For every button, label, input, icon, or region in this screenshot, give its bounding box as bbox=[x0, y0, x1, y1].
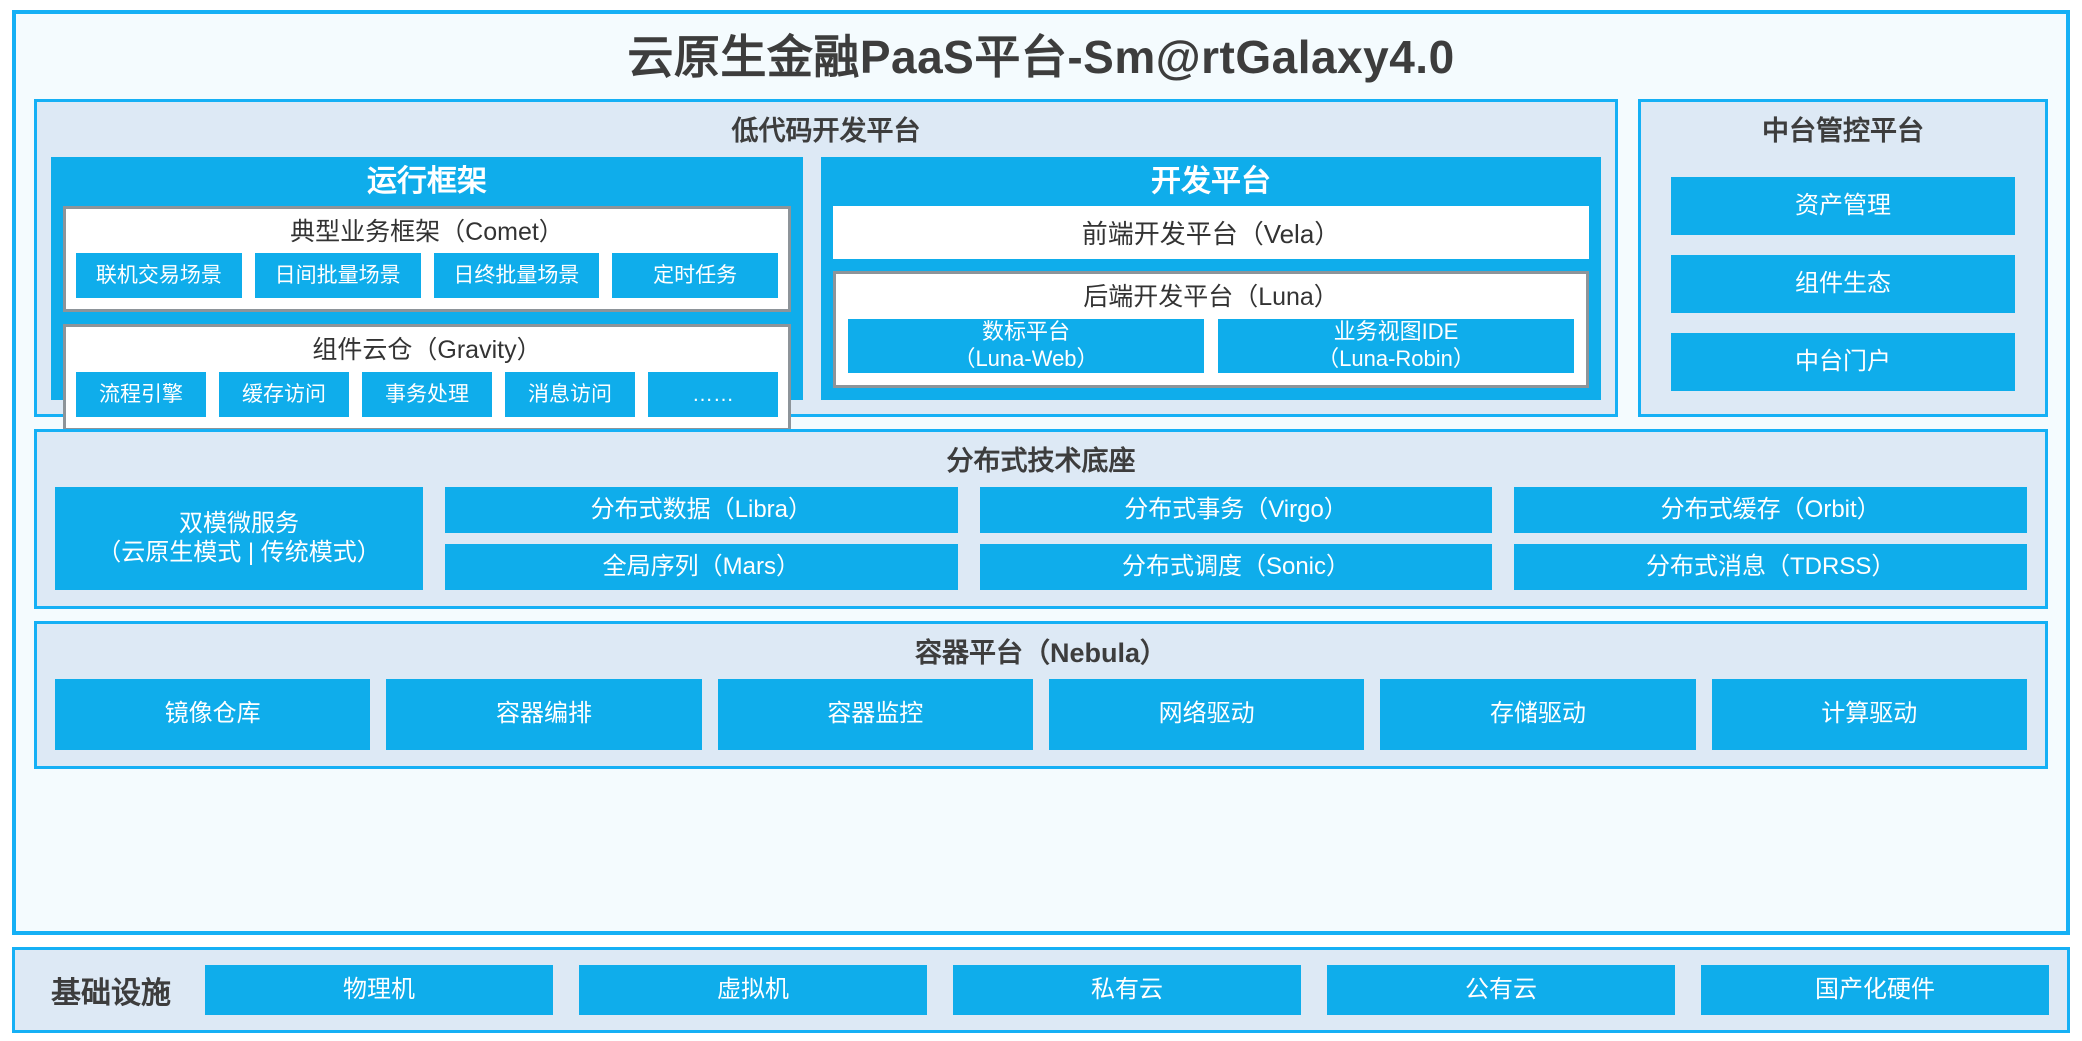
platform-outer-frame: 云原生金融PaaS平台-Sm@rtGalaxy4.0 低代码开发平台 运行框架 … bbox=[12, 10, 2070, 935]
dual-mode-microservice-item[interactable]: 双模微服务 （云原生模式 | 传统模式） bbox=[55, 486, 423, 590]
backend-platform-card: 后端开发平台（Luna） 数标平台 （Luna-Web） 业务视图IDE （Lu… bbox=[833, 271, 1589, 388]
container-platform-title: 容器平台（Nebula） bbox=[914, 637, 1168, 668]
container-item-network-driver[interactable]: 网络驱动 bbox=[1048, 678, 1365, 750]
luna-web-item[interactable]: 数标平台 （Luna-Web） bbox=[848, 318, 1204, 373]
container-platform-items: 镜像仓库 容器编排 容器监控 网络驱动 存储驱动 计算驱动 bbox=[55, 678, 2027, 750]
luna-robin-code: （Luna-Robin） bbox=[1317, 345, 1475, 371]
comet-item[interactable]: 日终批量场景 bbox=[433, 253, 600, 299]
backend-platform-items: 数标平台 （Luna-Web） 业务视图IDE （Luna-Robin） bbox=[836, 318, 1586, 385]
distributed-column-1: 分布式数据（Libra） 全局序列（Mars） bbox=[445, 486, 958, 590]
comet-item[interactable]: 定时任务 bbox=[612, 253, 778, 299]
distributed-item-virgo[interactable]: 分布式事务（Virgo） bbox=[979, 486, 1493, 533]
distributed-item-tdrss[interactable]: 分布式消息（TDRSS） bbox=[1514, 543, 2028, 590]
comet-item[interactable]: 联机交易场景 bbox=[76, 253, 242, 299]
development-platform-group: 开发平台 前端开发平台（Vela） 后端开发平台（Luna） 数标平台 （Lun… bbox=[821, 156, 1601, 400]
infrastructure-item-domestic-hardware[interactable]: 国产化硬件 bbox=[1701, 965, 2049, 1015]
development-platform-title: 开发平台 bbox=[1151, 164, 1271, 198]
microservice-column: 双模微服务 （云原生模式 | 传统模式） bbox=[55, 486, 423, 590]
infrastructure-item-physical[interactable]: 物理机 bbox=[205, 965, 553, 1015]
gravity-items: 流程引擎 缓存访问 事务处理 消息访问 …… bbox=[66, 372, 788, 428]
lowcode-platform-body: 运行框架 典型业务框架（Comet） 联机交易场景 日间批量场景 日终批量场景 … bbox=[51, 156, 1601, 432]
distributed-base-body: 双模微服务 （云原生模式 | 传统模式） 分布式数据（Libra） 全局序列（M… bbox=[55, 486, 2028, 590]
infrastructure-item-virtual[interactable]: 虚拟机 bbox=[579, 965, 927, 1015]
gravity-card: 组件云仓（Gravity） 流程引擎 缓存访问 事务处理 消息访问 …… bbox=[63, 324, 791, 432]
comet-card: 典型业务框架（Comet） 联机交易场景 日间批量场景 日终批量场景 定时任务 bbox=[63, 205, 791, 313]
middle-platform-panel: 中台管控平台 资产管理 组件生态 中台门户 bbox=[1638, 98, 2048, 417]
luna-web-code: （Luna-Web） bbox=[953, 345, 1099, 371]
middle-platform-title: 中台管控平台 bbox=[1762, 115, 1924, 146]
distributed-base-panel: 分布式技术底座 双模微服务 （云原生模式 | 传统模式） 分布式数据（Libra… bbox=[34, 428, 2048, 609]
comet-item[interactable]: 日间批量场景 bbox=[254, 253, 421, 299]
distributed-item-mars[interactable]: 全局序列（Mars） bbox=[445, 543, 958, 590]
runtime-framework-group: 运行框架 典型业务框架（Comet） 联机交易场景 日间批量场景 日终批量场景 … bbox=[51, 156, 803, 432]
page-title: 云原生金融PaaS平台-Sm@rtGalaxy4.0 bbox=[627, 31, 1455, 83]
lowcode-platform-title: 低代码开发平台 bbox=[731, 115, 921, 146]
lowcode-platform-panel: 低代码开发平台 运行框架 典型业务框架（Comet） 联机交易场景 日间批量场景… bbox=[34, 98, 1618, 432]
middle-platform-item-asset[interactable]: 资产管理 bbox=[1671, 176, 2015, 235]
luna-web-name: 数标平台 bbox=[981, 318, 1070, 344]
gravity-item-more[interactable]: …… bbox=[648, 372, 778, 418]
infrastructure-item-private-cloud[interactable]: 私有云 bbox=[953, 965, 1301, 1015]
luna-robin-name: 业务视图IDE bbox=[1333, 318, 1459, 344]
top-row: 低代码开发平台 运行框架 典型业务框架（Comet） 联机交易场景 日间批量场景… bbox=[34, 98, 2048, 432]
infrastructure-items: 物理机 虚拟机 私有云 公有云 国产化硬件 bbox=[205, 965, 2049, 1015]
container-item-storage-driver[interactable]: 存储驱动 bbox=[1380, 678, 1696, 750]
middle-platform-item-component[interactable]: 组件生态 bbox=[1671, 254, 2015, 313]
container-item-compute-driver[interactable]: 计算驱动 bbox=[1711, 678, 2027, 750]
container-item-monitoring[interactable]: 容器监控 bbox=[717, 678, 1033, 750]
luna-robin-item[interactable]: 业务视图IDE （Luna-Robin） bbox=[1218, 318, 1574, 373]
gravity-item[interactable]: 消息访问 bbox=[505, 372, 635, 418]
gravity-item[interactable]: 流程引擎 bbox=[76, 372, 206, 418]
distributed-item-orbit[interactable]: 分布式缓存（Orbit） bbox=[1514, 486, 2028, 533]
comet-title: 典型业务框架（Comet） bbox=[290, 217, 564, 246]
runtime-framework-title: 运行框架 bbox=[367, 164, 487, 198]
infrastructure-panel: 基础设施 物理机 虚拟机 私有云 公有云 国产化硬件 bbox=[12, 947, 2070, 1033]
comet-items: 联机交易场景 日间批量场景 日终批量场景 定时任务 bbox=[66, 253, 788, 309]
gravity-item[interactable]: 事务处理 bbox=[362, 372, 492, 418]
container-platform-panel: 容器平台（Nebula） 镜像仓库 容器编排 容器监控 网络驱动 存储驱动 计算… bbox=[34, 620, 2048, 769]
distributed-item-libra[interactable]: 分布式数据（Libra） bbox=[445, 486, 958, 533]
container-item-orchestration[interactable]: 容器编排 bbox=[386, 678, 702, 750]
infrastructure-label: 基础设施 bbox=[51, 977, 171, 1010]
microservice-mode: （云原生模式 | 传统模式） bbox=[97, 539, 381, 567]
distributed-column-3: 分布式缓存（Orbit） 分布式消息（TDRSS） bbox=[1514, 486, 2028, 590]
container-item-registry[interactable]: 镜像仓库 bbox=[55, 678, 371, 750]
distributed-base-title: 分布式技术底座 bbox=[946, 445, 1136, 476]
distributed-column-2: 分布式事务（Virgo） 分布式调度（Sonic） bbox=[979, 486, 1493, 590]
gravity-title: 组件云仓（Gravity） bbox=[312, 336, 542, 365]
gravity-item[interactable]: 缓存访问 bbox=[219, 372, 349, 418]
frontend-platform-card[interactable]: 前端开发平台（Vela） bbox=[833, 205, 1589, 260]
microservice-name: 双模微服务 bbox=[179, 509, 299, 537]
backend-platform-title: 后端开发平台（Luna） bbox=[1083, 283, 1339, 312]
infrastructure-item-public-cloud[interactable]: 公有云 bbox=[1327, 965, 1675, 1015]
middle-platform-item-portal[interactable]: 中台门户 bbox=[1671, 332, 2015, 391]
distributed-item-sonic[interactable]: 分布式调度（Sonic） bbox=[979, 543, 1493, 590]
